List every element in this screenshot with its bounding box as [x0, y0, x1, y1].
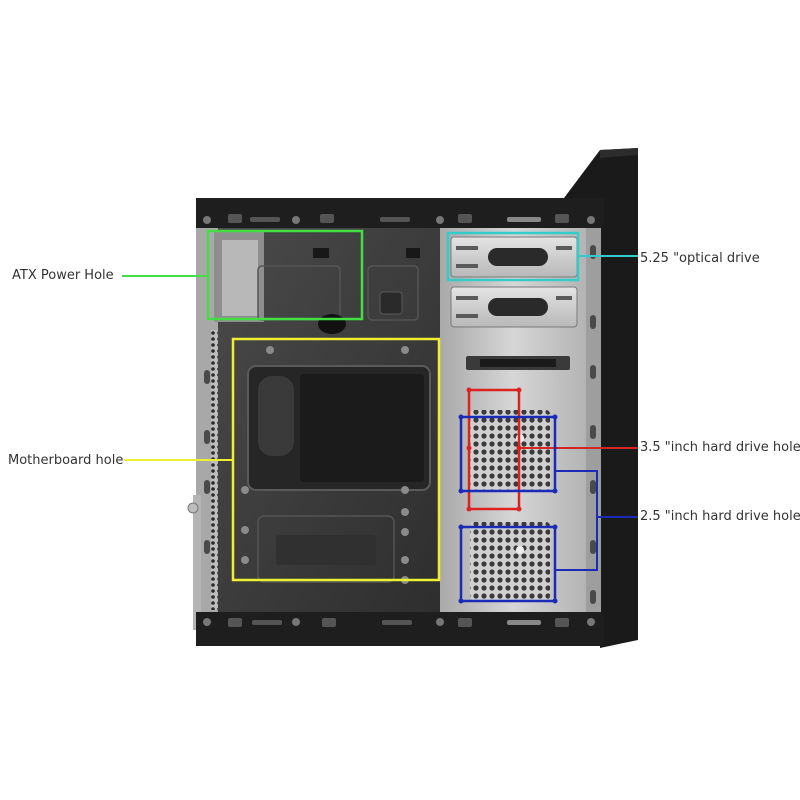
hdd-25-annotation — [458, 414, 638, 604]
optical-drive-label: 5.25 "optical drive — [640, 251, 760, 266]
hdd-25-box-lower — [459, 525, 557, 603]
optical-bay-lower — [450, 286, 578, 328]
pc-case — [187, 148, 638, 648]
atx-power-hole-annotation — [122, 229, 364, 321]
motherboard-hole-annotation — [124, 337, 441, 582]
hdd-25-mesh — [470, 522, 550, 600]
motherboard-hole-label: Motherboard hole — [8, 453, 124, 468]
hdd-25-label: 2.5 "inch hard drive hole — [640, 509, 800, 524]
hdd-35-label: 3.5 "inch hard drive hole — [640, 440, 800, 455]
hdd-35-annotation — [466, 387, 638, 512]
atx-power-hole-label: ATX Power Hole — [12, 268, 114, 283]
optical-bay-upper — [450, 236, 578, 278]
case-right-side-panel — [555, 148, 638, 648]
case-bottom-frame — [196, 612, 604, 646]
hdd-35-mesh — [470, 410, 550, 492]
hdd-25-box-upper — [459, 415, 557, 493]
case-top-frame — [196, 198, 604, 228]
optical-drive-annotation — [446, 231, 638, 282]
